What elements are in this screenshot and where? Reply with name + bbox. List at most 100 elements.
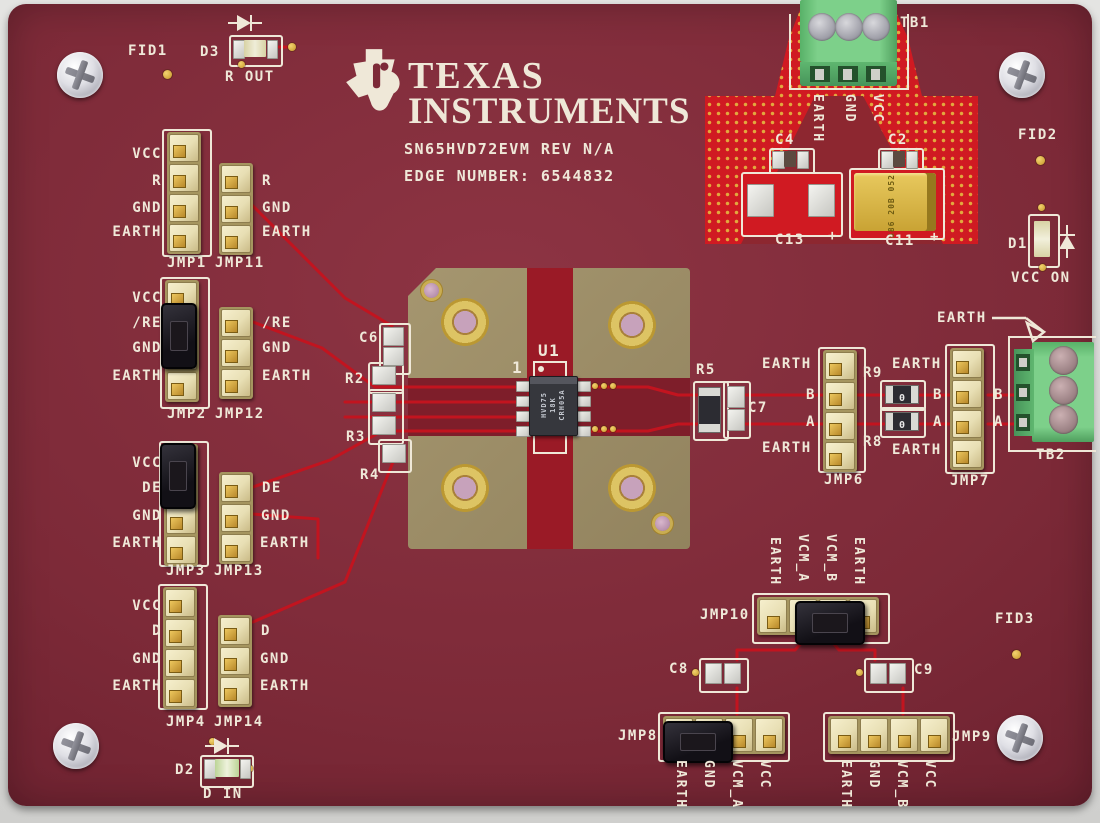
jmp3-pin-label: EARTH [112,535,162,551]
jmp4-outline [158,584,208,710]
ic-pin1-dot [538,366,544,372]
tb2-ref: TB2 [1036,447,1066,463]
jmp1-ref: JMP1 [167,255,207,271]
led-label-vccon: VCC ON [1011,270,1071,286]
tb2-pin-label-a: A [994,414,1004,430]
earth-arrow-icon [992,316,1047,344]
jmp7-pin-label: EARTH [892,442,942,458]
cap-ref-c13: C13 [775,232,805,248]
cap-c13-polarity: + [828,228,838,244]
res-r8-value: 0 [898,420,906,431]
header-pin [166,506,196,534]
tb2-slot [1016,354,1030,371]
header-pin [221,339,251,367]
tb2-earth-label: EARTH [937,310,987,326]
led-d2-outline [200,755,254,788]
res-ref-r8: R8 [863,434,883,450]
res-r4-body [382,444,406,463]
cap-c11-marking: 686 20B 052 [887,174,896,238]
gold-dot [610,426,616,432]
header-pin [220,617,250,645]
jmp1-pin-label: EARTH [112,224,162,240]
tb1-screw [862,13,890,41]
tb2-slot [1016,414,1030,431]
header-pin [221,504,251,532]
tb1-pin-label-earth: EARTH [810,94,825,144]
header-pin [220,647,250,675]
jmp12-header [219,307,253,399]
cap-c11-polarity: + [930,229,940,245]
jmp11-pin-label: EARTH [262,224,312,240]
diode-symbol-icon [205,738,239,754]
header-pin [920,718,948,752]
jmp9-header [828,716,950,754]
jmp13-pin-label: EARTH [260,535,310,551]
header-pin [825,382,855,410]
cap-c9-outline [864,658,914,693]
ic-marking-line: CRH05A [558,389,566,421]
header-pin [169,134,199,162]
header-pin [166,536,196,564]
jmp9-pin-label: GND [866,760,881,790]
led-ref-d1: D1 [1008,236,1028,252]
gold-dot [610,383,616,389]
cap-c9-pad [870,663,887,684]
header-pin [825,352,855,380]
corner-screw [997,715,1043,761]
jmp6-header [823,350,857,472]
header-pin [167,372,197,400]
header-pin [221,165,251,193]
jmp10-pin-label: VCM_A [795,534,810,584]
board-model: SN65HVD72EVM REV N/A [404,140,615,158]
gold-dot [601,426,607,432]
gold-dot [692,669,699,676]
jmp1-header [167,132,201,254]
res-r5-body [698,387,721,433]
test-pad [655,516,670,531]
brand-texas: TEXAS [408,55,545,97]
tb2-pin-label-b: B [994,387,1004,403]
jmp7-outline [945,344,995,474]
plated-hole [608,301,656,349]
cap-ref-c2: C2 [888,132,908,148]
cap-c13-pad [808,184,835,217]
jmp8-pin-label: VCM_A [729,760,744,810]
corner-screw [999,52,1045,98]
brand-instruments: INSTRUMENTS [408,91,691,132]
jmp9-pin-label: VCM_B [894,760,909,810]
fiducial-label-fid2: FID2 [1018,127,1058,143]
corner-screw [57,52,103,98]
cap-c8-pad [705,663,722,684]
test-pad [424,283,439,298]
jmp2-pin-label: GND [132,340,162,356]
jmp6-pin-label: EARTH [762,440,812,456]
cap-c6-pad [383,327,404,346]
jmp11-header [219,163,253,255]
cap-c9-pad [889,663,906,684]
jmp14-ref: JMP14 [214,714,264,730]
board-edge-number: EDGE NUMBER: 6544832 [404,167,615,185]
jmp7-pin-label: EARTH [892,356,942,372]
gold-dot [592,426,598,432]
tb1-slot [866,66,886,82]
tb1-slot [838,66,858,82]
diode-symbol-icon [228,15,262,31]
jmp1-pin-label: GND [132,200,162,216]
tb2-screw [1049,405,1078,434]
cap-ref-c9: C9 [914,662,934,678]
led-d2-pad [240,759,251,779]
cap-c13-pad [747,184,774,217]
jmp6-pin-label: EARTH [762,356,812,372]
jmp6-ref: JMP6 [824,472,864,488]
cap-c7-pad [727,386,745,408]
jmp9-pin-label: VCC [922,760,937,790]
jmp4-pin-label: VCC [132,598,162,614]
jmp8-pin-label: GND [701,760,716,790]
jmp10-ref: JMP10 [700,607,750,623]
jmp7-pin-label: A [933,414,943,430]
diode-symbol-icon [1059,225,1075,258]
cap-ref-c4: C4 [775,132,795,148]
res-ref-r5: R5 [696,362,716,378]
jmp6-pin-label: B [806,387,816,403]
plated-hole [441,298,489,346]
